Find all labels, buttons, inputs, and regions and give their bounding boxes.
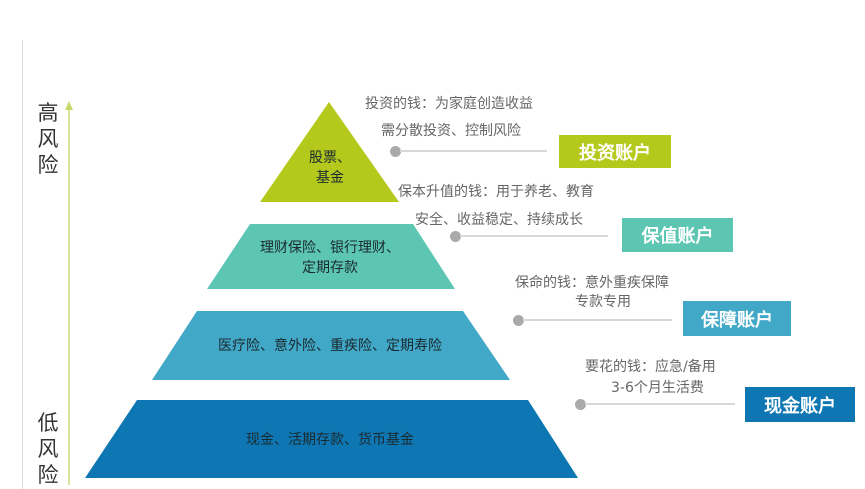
cash-account-badge: 现金账户 — [745, 387, 855, 422]
tier-investment — [260, 102, 399, 202]
cash-desc-2: 3-6个月生活费 — [611, 380, 704, 396]
high-risk-label: 高风险 — [37, 101, 59, 177]
cash-desc-1: 要花的钱：应急/备用 — [585, 359, 716, 375]
connector-line — [585, 403, 735, 405]
investment-desc-2: 需分散投资、控制风险 — [381, 123, 521, 139]
connector-line — [460, 235, 608, 237]
tier-value-label: 理财保险、银行理财、定期存款 — [260, 240, 400, 276]
value-account-badge: 保值账户 — [622, 218, 733, 252]
connector-dot — [450, 231, 461, 242]
protection-desc-2: 专款专用 — [575, 294, 631, 310]
value-desc-2: 安全、收益稳定、持续成长 — [415, 212, 583, 228]
low-risk-label: 低风险 — [37, 411, 59, 487]
connector-dot — [513, 315, 524, 326]
connector-line — [400, 150, 547, 152]
tier-cash-label: 现金、活期存款、货币基金 — [246, 432, 414, 448]
tier-protection — [152, 311, 510, 380]
connector-dot — [575, 399, 586, 410]
investment-account-badge: 投资账户 — [559, 135, 671, 168]
value-desc-1: 保本升值的钱：用于养老、教育 — [398, 184, 594, 200]
connector-dot — [390, 146, 401, 157]
left-divider — [22, 40, 23, 489]
tier-value — [207, 224, 455, 289]
tier-cash — [85, 400, 578, 478]
risk-arrow-head-icon — [65, 101, 73, 110]
investment-desc-1: 投资的钱：为家庭创造收益 — [365, 96, 533, 112]
tier-protection-label: 医疗险、意外险、重疾险、定期寿险 — [218, 338, 442, 354]
connector-line — [523, 319, 672, 321]
tier-investment-label: 股票、基金 — [309, 150, 351, 186]
protection-account-badge: 保障账户 — [683, 301, 791, 336]
protection-desc-1: 保命的钱：意外重疾保障 — [515, 275, 669, 291]
